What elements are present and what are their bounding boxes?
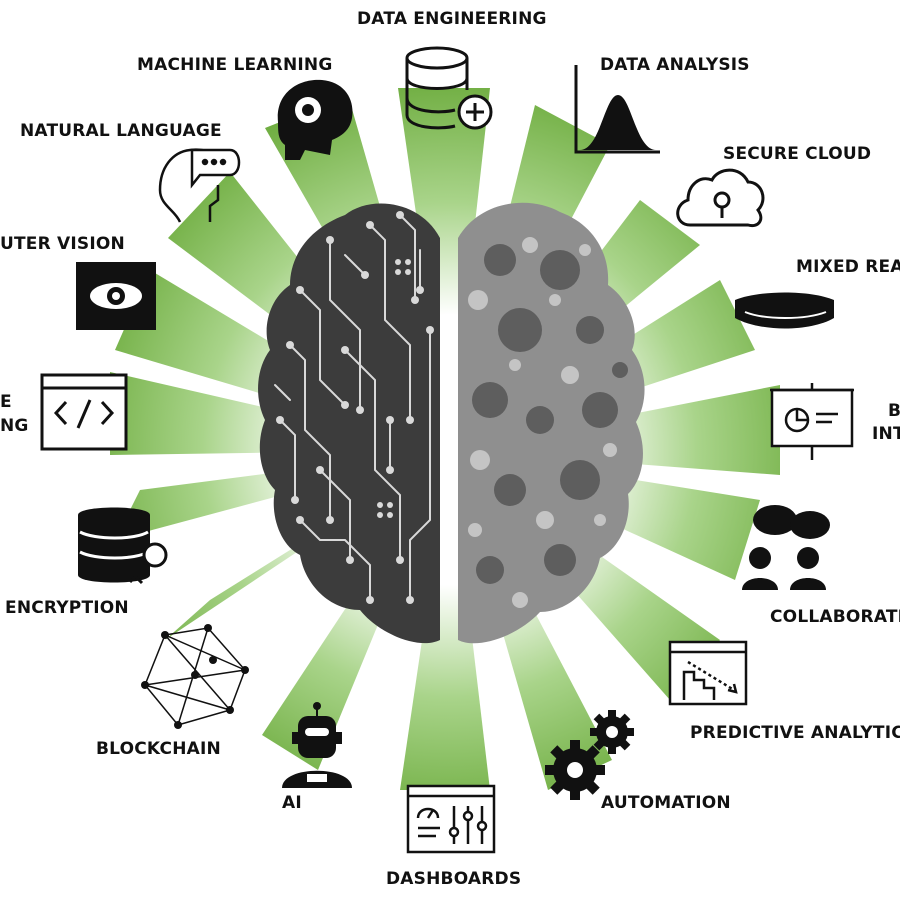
label-predictive-analytics: PREDICTIVE ANALYTICS <box>690 723 900 743</box>
robot-icon <box>282 702 352 788</box>
label-ai: AI <box>282 793 302 813</box>
label-natural-language: NATURAL LANGUAGE <box>20 121 222 141</box>
left-brain-circuit <box>258 203 440 644</box>
head-gear-icon <box>277 79 353 160</box>
team-chat-icon <box>742 505 830 590</box>
label-coding-line1: E <box>0 392 12 412</box>
predictive-chart-icon <box>668 640 748 706</box>
label-encryption: ENCRYPTION <box>5 598 129 618</box>
label-data-analysis: DATA ANALYSIS <box>600 55 750 75</box>
database-key-icon <box>78 507 168 585</box>
label-automation: AUTOMATION <box>601 793 731 813</box>
blockchain-network-icon <box>141 624 249 729</box>
label-coding-line2: NG <box>0 416 29 436</box>
label-bi-line1: B <box>888 401 900 421</box>
label-data-engineering: DATA ENGINEERING <box>357 9 547 29</box>
right-brain-organic <box>458 202 645 644</box>
eye-icon <box>76 262 156 330</box>
vr-headset-icon <box>735 292 834 329</box>
dashboard-icon <box>406 784 496 854</box>
gears-icon <box>545 710 634 800</box>
label-mixed-reality: MIXED REAL <box>796 257 900 277</box>
code-window-icon <box>40 373 128 451</box>
label-secure-cloud: SECURE CLOUD <box>723 144 872 164</box>
label-machine-learning: MACHINE LEARNING <box>137 55 333 75</box>
label-bi-line2: INT <box>872 424 900 444</box>
label-dashboards: DASHBOARDS <box>386 869 522 889</box>
database-plus-icon <box>405 46 493 130</box>
cloud-lock-icon <box>676 168 765 228</box>
head-speech-icon <box>158 148 241 223</box>
presentation-chart-icon <box>770 383 854 460</box>
label-blockchain: BLOCKCHAIN <box>96 739 221 759</box>
label-collaboration: COLLABORATI <box>770 607 900 627</box>
label-computer-vision: UTER VISION <box>0 234 125 254</box>
bell-curve-icon <box>574 65 660 154</box>
